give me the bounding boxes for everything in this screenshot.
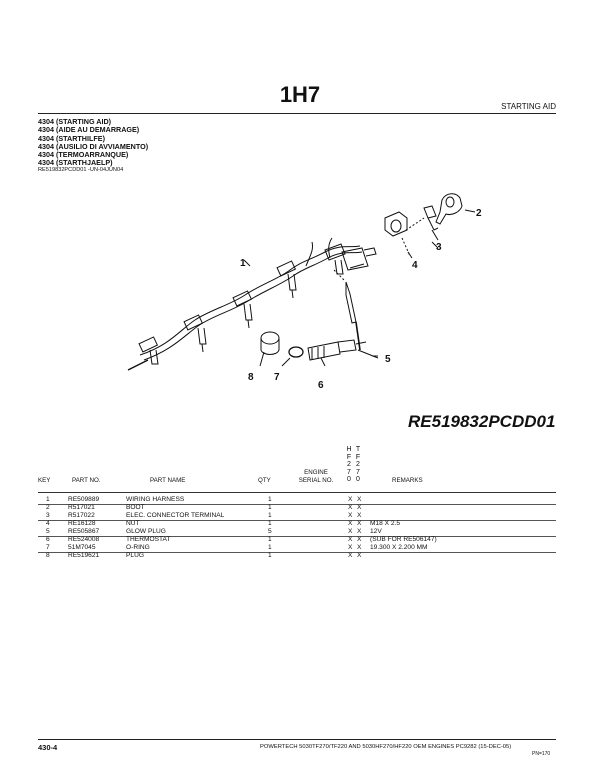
page-title: 1H7 bbox=[279, 82, 321, 107]
group-title: 4304 (STARTHILFE) bbox=[38, 133, 105, 143]
callout-5: 5 bbox=[385, 354, 391, 365]
callout-4: 4 bbox=[412, 260, 418, 271]
group-title: 4304 (STARTHJAELP) bbox=[38, 158, 113, 168]
callout-7: 7 bbox=[274, 372, 280, 383]
col-header-key: KEY bbox=[38, 477, 51, 484]
connector-5 bbox=[324, 243, 346, 275]
table-row: 1 RE509889 WIRING HARNESS 1 X X bbox=[38, 496, 556, 505]
col-header-serial: SERIAL NO. bbox=[298, 477, 334, 484]
table-row: 2 R517021 BOOT 1 X X bbox=[46, 504, 362, 511]
boot bbox=[435, 193, 463, 225]
wiring-harness-cable-2 bbox=[143, 251, 363, 361]
parts-diagram: 1 2 3 4 5 6 7 8 bbox=[127, 193, 482, 391]
col-header-remarks: REMARKS bbox=[392, 477, 423, 484]
table-header-divider bbox=[38, 492, 556, 493]
connector-3 bbox=[232, 290, 253, 329]
table-row: 8 RE519621 PLUG 1 X X bbox=[46, 552, 362, 559]
connector-terminal bbox=[423, 205, 439, 241]
nut bbox=[384, 211, 411, 257]
footer-text: POWERTECH 5030TF270/TF220 AND 5030HF270/… bbox=[260, 744, 512, 750]
callout-3: 3 bbox=[436, 242, 442, 253]
callout-8: 8 bbox=[248, 372, 254, 383]
group-title: 4304 (STARTING AID) bbox=[38, 117, 112, 126]
figure-code: RE519832PCDD01 bbox=[408, 412, 556, 431]
table-row: 7 51M7045 O-RING 1 X X 19.300 X 2.200 MM bbox=[38, 544, 556, 553]
harness-end-connector bbox=[341, 247, 377, 271]
col-header-engine: ENGINE bbox=[304, 469, 328, 476]
group-titles: 4304 (STARTING AID) 4304 (AIDE AU DEMARR… bbox=[38, 117, 149, 168]
connector-1 bbox=[127, 336, 159, 371]
plug bbox=[260, 331, 280, 355]
table-row: 3 R517022 ELEC. CONNECTOR TERMINAL 1 X X bbox=[38, 512, 556, 521]
table-row: 5 RE505867 GLOW PLUG 5 X X 12V bbox=[38, 528, 556, 537]
wiring-harness-cable bbox=[139, 245, 361, 356]
table-row: 4 RE16128 NUT 1 X X M18 X 2.5 bbox=[46, 520, 401, 527]
connector-2 bbox=[183, 314, 207, 353]
callout-1: 1 bbox=[240, 258, 246, 269]
thermostat bbox=[307, 339, 367, 361]
callout-2: 2 bbox=[476, 208, 482, 219]
page-number: 430-4 bbox=[38, 743, 58, 752]
group-title: 4304 (AIDE AU DEMARRAGE) bbox=[38, 125, 140, 135]
group-title: 4304 (AUSILIO DI AVVIAMENTO) bbox=[38, 141, 149, 151]
header-divider bbox=[38, 113, 556, 114]
footer-page-code: PN=170 bbox=[532, 751, 551, 757]
col-header-tf270: T F 2 7 0 bbox=[355, 446, 361, 484]
col-header-part-name: PART NAME bbox=[150, 477, 186, 484]
callout-6: 6 bbox=[318, 380, 324, 391]
section-label: STARTING AID bbox=[501, 102, 556, 111]
col-header-qty: QTY bbox=[258, 477, 271, 484]
o-ring bbox=[288, 346, 304, 358]
glow-plug bbox=[345, 281, 379, 359]
footer-divider bbox=[38, 739, 556, 740]
group-title: 4304 (TERMOARRANQUE) bbox=[38, 150, 129, 160]
illustration-ref: RE519832PCDD01 -UN-04JUN04 bbox=[38, 167, 124, 173]
connector-4 bbox=[276, 260, 297, 299]
col-header-part-no: PART NO. bbox=[72, 477, 101, 484]
col-header-hf270: H F 2 7 0 bbox=[346, 446, 352, 484]
table-row: 6 RE524008 THERMOSTAT 1 X X (SUB FOR RE5… bbox=[46, 536, 437, 543]
